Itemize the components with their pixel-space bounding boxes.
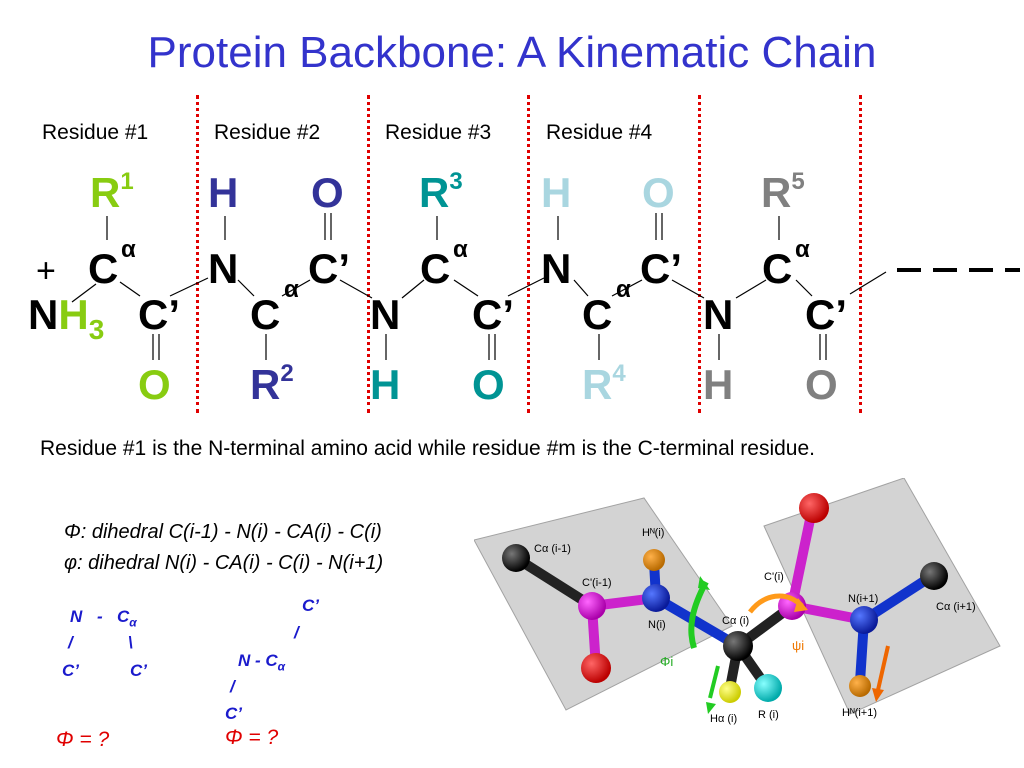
ca-prev-atom	[502, 544, 530, 572]
oxygen-atom	[799, 493, 829, 523]
example1-cprime-left: C’	[62, 661, 79, 680]
residue-separator	[859, 95, 862, 413]
residue-separator	[367, 95, 370, 413]
residue-label-1: Residue #1	[42, 121, 149, 144]
psi-arrow-head-icon	[794, 598, 808, 612]
label-phi: Φi	[660, 654, 673, 669]
n-atom	[642, 584, 670, 612]
label-cprime-prev: C'(i-1)	[582, 577, 612, 589]
positive-charge: +	[36, 252, 56, 290]
amide-hydrogen: H	[370, 361, 401, 408]
alpha-carbon-5: C	[762, 245, 793, 292]
r-atom	[754, 674, 782, 702]
example1-backslash: \	[128, 633, 133, 652]
label-n: N(i)	[648, 619, 666, 631]
example2-n-calpha: N - Cα	[238, 651, 286, 674]
residue-separator	[196, 95, 199, 413]
label-psi: ψi	[792, 638, 804, 653]
label-hn: Hᴺ(i)	[642, 527, 664, 539]
backbone-3d-model: Cα (i-1) Hᴺ(i) C'(i-1) N(i) Cα (i) C'(i)…	[474, 478, 1001, 725]
nitrogen: N	[208, 245, 239, 292]
label-ha: Hα (i)	[710, 713, 737, 725]
alpha-symbol: α	[121, 236, 136, 263]
side-chain-r4: R4	[582, 360, 626, 408]
example2-cprime-bottom: C’	[225, 704, 242, 723]
example2-question: Φ = ?	[225, 726, 279, 749]
phi-axis-arrow	[708, 665, 720, 699]
ca-next-atom	[920, 562, 948, 590]
phi-arrow-head-icon	[698, 576, 710, 590]
hn-atom	[643, 549, 665, 571]
alpha-symbol: α	[795, 236, 810, 263]
psi-axis-arrow-head-icon	[872, 688, 884, 702]
example1-cprime-right: C’	[130, 661, 147, 680]
alpha-symbol: α	[616, 276, 631, 303]
label-ca: Cα (i)	[722, 615, 749, 627]
amide-hydrogen: H	[703, 361, 734, 408]
carbonyl-carbon: C’	[308, 245, 350, 292]
example1-dash: -	[97, 607, 103, 626]
label-r: R (i)	[758, 709, 779, 721]
side-chain-r5: R5	[761, 168, 805, 216]
alpha-symbol: α	[284, 276, 299, 303]
oxygen-atom	[581, 653, 611, 683]
alpha-carbon-3: C	[420, 245, 451, 292]
side-chain-r2: R2	[250, 360, 294, 408]
residue-label-2: Residue #2	[214, 121, 321, 144]
residue-label-3: Residue #3	[385, 121, 492, 144]
carbonyl-carbon: C’	[640, 245, 682, 292]
label-ca-next: Cα (i+1)	[936, 601, 976, 613]
carbonyl-oxygen: O	[805, 361, 838, 408]
alpha-carbon-1: C	[88, 245, 119, 292]
carbonyl-oxygen: O	[472, 361, 505, 408]
alpha-carbon-4: C	[582, 291, 613, 338]
example1-slash: /	[68, 633, 73, 652]
example1-n: N	[70, 607, 83, 626]
nitrogen: N	[541, 245, 572, 292]
phi-axis-arrow-head-icon	[706, 702, 716, 714]
example1-calpha: Cα	[117, 607, 137, 630]
description-text: Residue #1 is the N-terminal amino acid …	[40, 437, 816, 460]
amide-hydrogen: H	[208, 169, 239, 216]
phi-rotation-arrow	[688, 580, 709, 649]
carbonyl-oxygen: O	[311, 169, 344, 216]
residue-separator	[698, 95, 701, 413]
psi-axis-arrow	[876, 645, 890, 691]
side-chain-r3: R3	[419, 168, 463, 216]
n-next-atom	[850, 606, 878, 634]
carbonyl-carbon: C’	[805, 291, 847, 338]
psi-definition: φ: dihedral N(i) - CA(i) - C(i) - N(i+1)	[64, 552, 384, 574]
nitrogen: N	[703, 291, 734, 338]
side-chain-r1: R1	[90, 168, 134, 216]
amide-hydrogen: H	[541, 169, 572, 216]
page-title: Protein Backbone: A Kinematic Chain	[147, 28, 877, 77]
example1-question: Φ = ?	[56, 728, 110, 751]
example2-cprime-top: C’	[302, 596, 319, 615]
example2-slash-bottom: /	[230, 677, 235, 696]
label-n-next: N(i+1)	[848, 593, 878, 605]
n-terminus: NH3	[28, 291, 105, 345]
example2-slash-top: /	[294, 623, 299, 642]
residue-separator	[527, 95, 530, 413]
peptide-plane-right	[763, 478, 1001, 715]
ca-atom	[723, 631, 753, 661]
alpha-carbon-2: C	[250, 291, 281, 338]
hn-next-atom	[849, 675, 871, 697]
carbonyl-oxygen: O	[138, 361, 171, 408]
label-hn-next: Hᴺ(i+1)	[842, 707, 877, 719]
residue-label-4: Residue #4	[546, 121, 653, 144]
cprime-prev-atom	[578, 592, 606, 620]
label-ca-prev: Cα (i-1)	[534, 543, 571, 555]
label-cprime: C'(i)	[764, 571, 784, 583]
carbonyl-carbon: C’	[472, 291, 514, 338]
carbonyl-carbon: C’	[138, 291, 180, 338]
alpha-symbol: α	[453, 236, 468, 263]
nitrogen: N	[370, 291, 401, 338]
ha-atom	[719, 681, 741, 703]
carbonyl-oxygen: O	[642, 169, 675, 216]
phi-definition: Φ: dihedral C(i-1) - N(i) - CA(i) - C(i)	[64, 521, 382, 543]
